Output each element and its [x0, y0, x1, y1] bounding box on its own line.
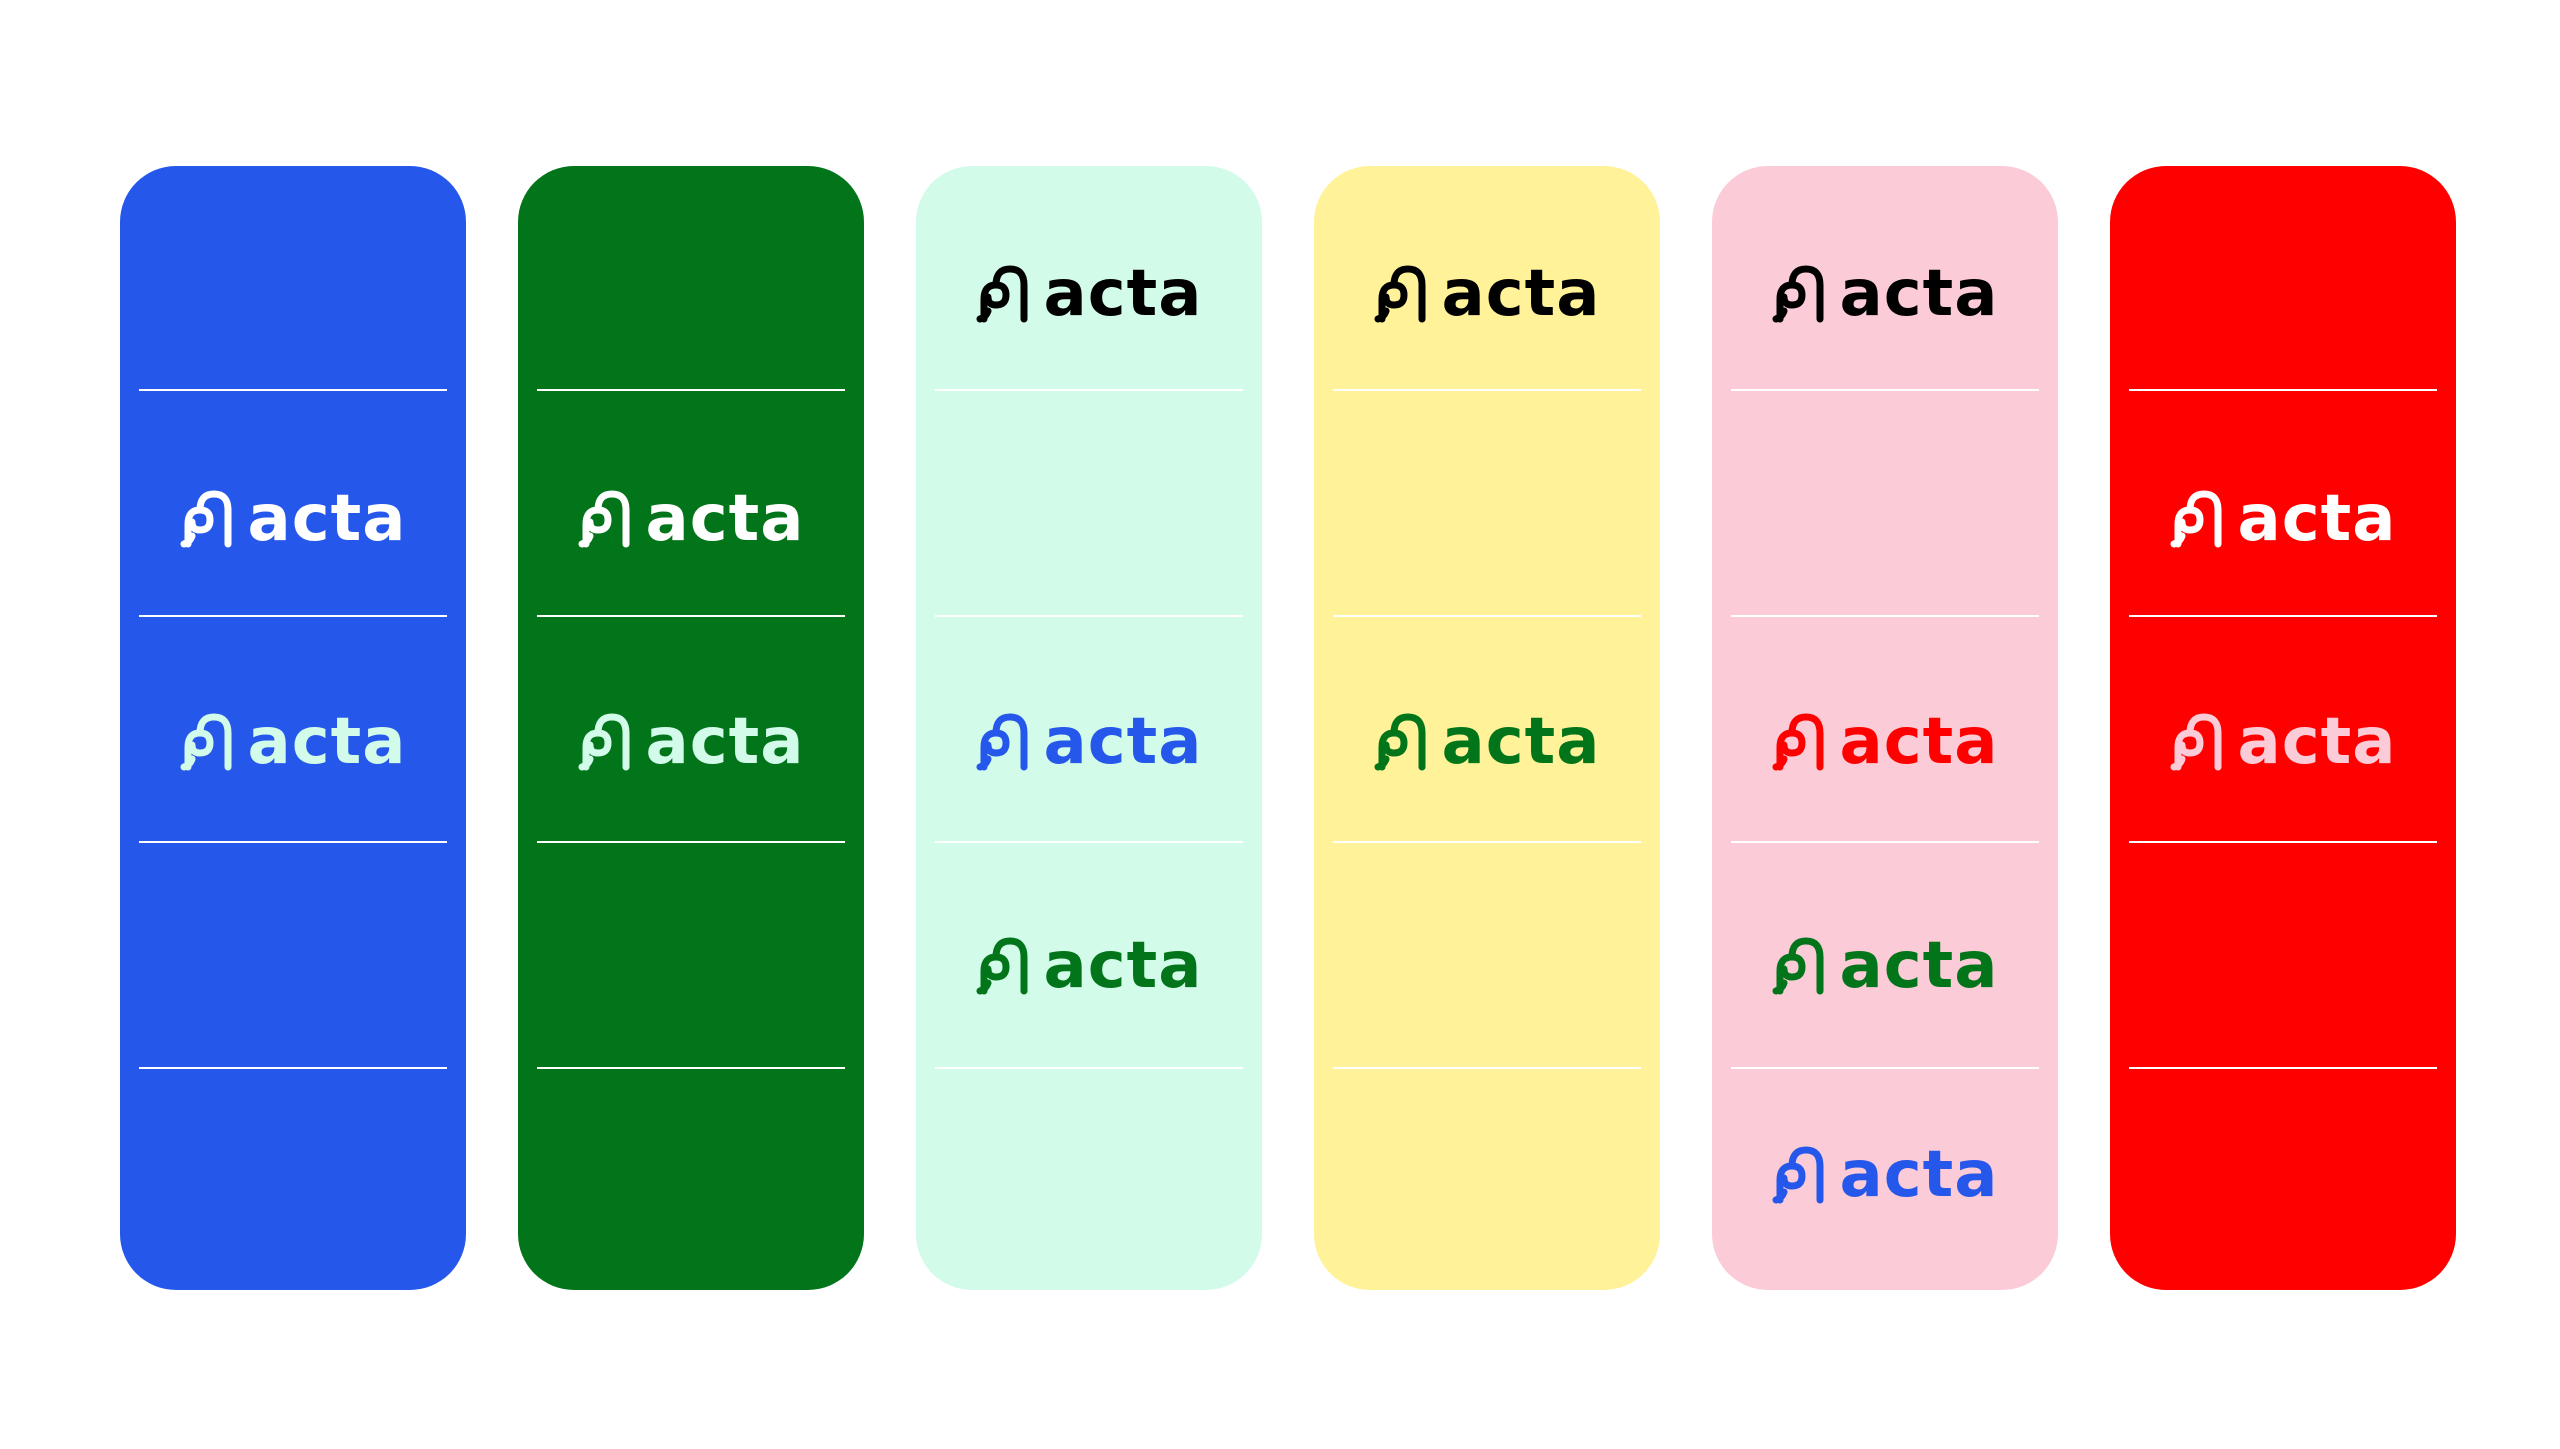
acta-monogram-icon [180, 490, 232, 548]
panel-divider [1731, 841, 2039, 843]
panel-divider [139, 1067, 447, 1069]
acta-logo: acta [916, 934, 1262, 998]
panel-divider [139, 389, 447, 391]
acta-monogram-icon [1772, 265, 1824, 323]
acta-monogram-icon [976, 713, 1028, 771]
acta-logo: acta [2110, 487, 2456, 551]
acta-wordmark: acta [1839, 1138, 1999, 1212]
acta-logo: acta [916, 710, 1262, 774]
panel-divider [537, 1067, 845, 1069]
acta-monogram-icon [1772, 937, 1824, 995]
panel-divider [537, 841, 845, 843]
panel-divider [537, 615, 845, 617]
acta-monogram-icon [180, 713, 232, 771]
acta-wordmark: acta [1839, 705, 1999, 779]
panel-divider [935, 1067, 1243, 1069]
panel-divider [935, 615, 1243, 617]
acta-logo: acta [1712, 262, 2058, 326]
acta-logo: acta [518, 487, 864, 551]
panel-divider [2129, 1067, 2437, 1069]
acta-monogram-icon [1772, 1146, 1824, 1204]
panel-divider [1333, 1067, 1641, 1069]
acta-monogram-icon [976, 937, 1028, 995]
panel-divider [139, 841, 447, 843]
acta-wordmark: acta [2237, 482, 2397, 556]
acta-monogram-icon [578, 713, 630, 771]
acta-wordmark: acta [1043, 257, 1203, 331]
acta-monogram-icon [1772, 713, 1824, 771]
acta-wordmark: acta [1441, 705, 1601, 779]
acta-wordmark: acta [1043, 929, 1203, 1003]
panel-divider [139, 615, 447, 617]
panel-divider [1333, 841, 1641, 843]
acta-logo: acta [120, 710, 466, 774]
panel-divider [1731, 615, 2039, 617]
acta-monogram-icon [1374, 713, 1426, 771]
acta-logo: acta [120, 487, 466, 551]
acta-wordmark: acta [1441, 257, 1601, 331]
acta-wordmark: acta [1043, 705, 1203, 779]
acta-wordmark: acta [645, 482, 805, 556]
acta-logo: acta [1712, 1143, 2058, 1207]
acta-wordmark: acta [247, 705, 407, 779]
acta-logo: acta [1314, 710, 1660, 774]
acta-wordmark: acta [1839, 929, 1999, 1003]
acta-logo: acta [518, 710, 864, 774]
acta-wordmark: acta [247, 482, 407, 556]
acta-wordmark: acta [645, 705, 805, 779]
panel-divider [537, 389, 845, 391]
acta-logo: acta [1712, 934, 2058, 998]
acta-logo: acta [916, 262, 1262, 326]
acta-wordmark: acta [2237, 705, 2397, 779]
panel-divider [935, 841, 1243, 843]
acta-logo: acta [2110, 710, 2456, 774]
acta-logo: acta [1314, 262, 1660, 326]
panel-divider [2129, 389, 2437, 391]
panel-divider [2129, 841, 2437, 843]
panel-divider [2129, 615, 2437, 617]
panel-divider [935, 389, 1243, 391]
acta-monogram-icon [1374, 265, 1426, 323]
acta-monogram-icon [976, 265, 1028, 323]
panel-divider [1731, 1067, 2039, 1069]
acta-monogram-icon [2170, 490, 2222, 548]
panel-divider [1333, 615, 1641, 617]
panel-divider [1731, 389, 2039, 391]
acta-monogram-icon [578, 490, 630, 548]
acta-wordmark: acta [1839, 257, 1999, 331]
acta-logo: acta [1712, 710, 2058, 774]
acta-monogram-icon [2170, 713, 2222, 771]
panel-divider [1333, 389, 1641, 391]
